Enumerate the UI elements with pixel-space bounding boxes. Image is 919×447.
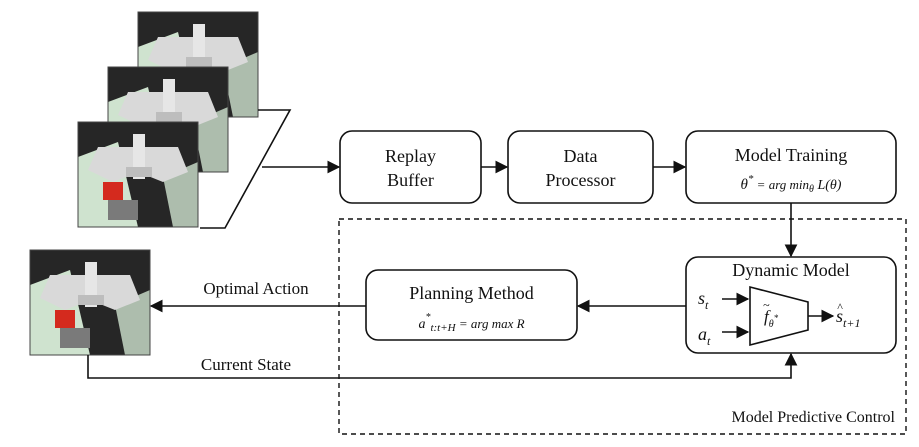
stack-bracket — [200, 109, 292, 229]
current-state-arrow — [87, 352, 798, 379]
robot-scene-thumbnail — [77, 121, 199, 228]
model-training-title: Model Training — [735, 145, 848, 165]
dynamic-model-title: Dynamic Model — [732, 260, 849, 280]
next-state-label: st+1 — [836, 306, 860, 330]
model-training-equation: θ* = arg minθ L(θ) — [741, 173, 842, 195]
replay-buffer-label-2: Buffer — [387, 170, 434, 190]
replay-buffer-box: Replay Buffer — [339, 130, 482, 204]
robot-scene-thumbnail — [29, 249, 151, 356]
planning-method-title: Planning Method — [409, 283, 534, 303]
planning-method-equation: a*t:t+H = arg max R — [418, 312, 524, 334]
planning-method-box: Planning Method a*t:t+H = arg max R — [365, 269, 578, 341]
data-processor-label-2: Processor — [546, 170, 616, 190]
current-state-label: Current State — [201, 355, 291, 374]
optimal-action-label: Optimal Action — [203, 279, 309, 298]
hat-mark: ^ — [837, 300, 843, 314]
model-training-box: Model Training θ* = arg minθ L(θ) — [685, 130, 897, 204]
frame-stack — [77, 11, 259, 228]
data-processor-box: Data Processor — [507, 130, 654, 204]
data-processor-label-1: Data — [564, 146, 598, 166]
trapezoid-model-icon — [749, 285, 809, 347]
tilde-mark: ~ — [763, 298, 770, 312]
model-function-label: fθ* — [764, 307, 779, 330]
replay-buffer-label-1: Replay — [385, 146, 436, 166]
mpc-label: Model Predictive Control — [731, 409, 895, 426]
dynamic-model-box: Dynamic Model st at fθ* ~ st+1 ^ — [685, 256, 897, 354]
action-input-label: at — [698, 324, 711, 348]
state-input-label: st — [698, 288, 709, 312]
mpc-region — [338, 218, 907, 435]
